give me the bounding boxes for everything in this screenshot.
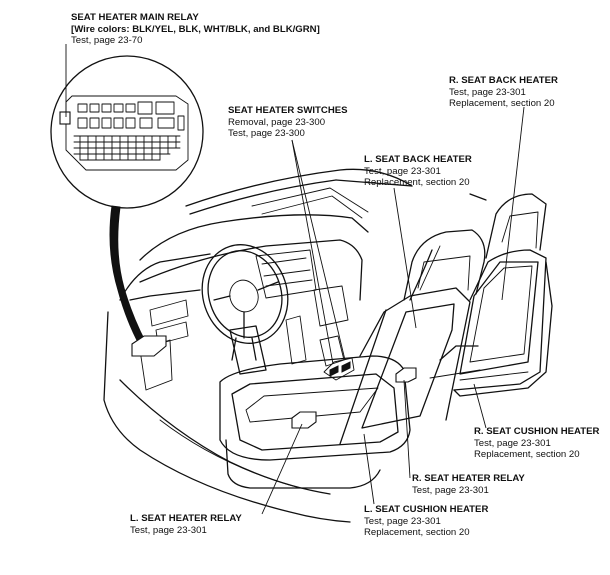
callout-l-seat-cushion-heater: L. SEAT CUSHION HEATER Test, page 23-301…: [364, 504, 488, 539]
l-seat-back-heater-replacement: Replacement, section 20: [364, 177, 470, 189]
r-seat-back-heater-test: Test, page 23-301: [449, 86, 526, 98]
l-seat-back-heater-test: Test, page 23-301: [364, 165, 441, 177]
r-seat-heater-relay-title: R. SEAT HEATER RELAY: [412, 473, 525, 484]
r-seat-cushion-heater-replacement: Replacement, section 20: [474, 449, 580, 461]
seat-heater-switches-title: SEAT HEATER SWITCHES: [228, 105, 348, 116]
l-seat-heater-relay-marker: [291, 411, 317, 429]
leader-lines: [261, 106, 525, 515]
callout-r-seat-heater-relay: R. SEAT HEATER RELAY Test, page 23-301: [412, 473, 525, 496]
callout-l-seat-back-heater: L. SEAT BACK HEATER Test, page 23-301 Re…: [364, 154, 472, 189]
l-seat-cushion-heater-title: L. SEAT CUSHION HEATER: [364, 504, 489, 515]
car-body: [103, 168, 487, 523]
r-seat-cushion-heater-title: R. SEAT CUSHION HEATER: [474, 426, 600, 437]
r-seat-heater-relay-test: Test, page 23-301: [412, 484, 489, 496]
steering-wheel: [201, 244, 289, 361]
main-relay-marker: [131, 335, 167, 357]
r-seat-back-heater-title: R. SEAT BACK HEATER: [449, 75, 558, 86]
main-relay-wire-colors: [Wire colors: BLK/YEL, BLK, WHT/BLK, and…: [71, 23, 320, 35]
callout-r-seat-cushion-heater: R. SEAT CUSHION HEATER Test, page 23-301…: [474, 426, 599, 461]
l-seat-heater-relay-title: L. SEAT HEATER RELAY: [130, 513, 242, 524]
relay-grid: [73, 101, 185, 161]
seat-components: [131, 335, 417, 429]
callout-main-relay: SEAT HEATER MAIN RELAY [Wire colors: BLK…: [71, 12, 320, 47]
seat-heater-switches-removal: Removal, page 23-300: [228, 116, 326, 128]
l-seat-back-heater-title: L. SEAT BACK HEATER: [364, 154, 472, 165]
main-relay-title: SEAT HEATER MAIN RELAY: [71, 12, 199, 23]
fuse-box-magnifier: [50, 44, 204, 209]
l-seat-cushion-heater-replacement: Replacement, section 20: [364, 527, 470, 539]
seat-heater-switches-test: Test, page 23-300: [228, 128, 305, 140]
callout-r-seat-back-heater: R. SEAT BACK HEATER Test, page 23-301 Re…: [449, 75, 558, 110]
right-seat: [429, 193, 553, 397]
callout-seat-heater-switches: SEAT HEATER SWITCHES Removal, page 23-30…: [228, 105, 348, 140]
l-seat-cushion-heater-test: Test, page 23-301: [364, 515, 441, 527]
main-relay-test: Test, page 23-70: [71, 35, 143, 47]
r-seat-heater-relay-marker: [395, 367, 417, 383]
left-seat: [219, 229, 486, 489]
dashboard: [129, 239, 363, 391]
l-seat-heater-relay-test: Test, page 23-301: [130, 524, 207, 536]
callout-l-seat-heater-relay: L. SEAT HEATER RELAY Test, page 23-301: [130, 513, 242, 536]
r-seat-back-heater-replacement: Replacement, section 20: [449, 98, 555, 110]
r-seat-cushion-heater-test: Test, page 23-301: [474, 437, 551, 449]
